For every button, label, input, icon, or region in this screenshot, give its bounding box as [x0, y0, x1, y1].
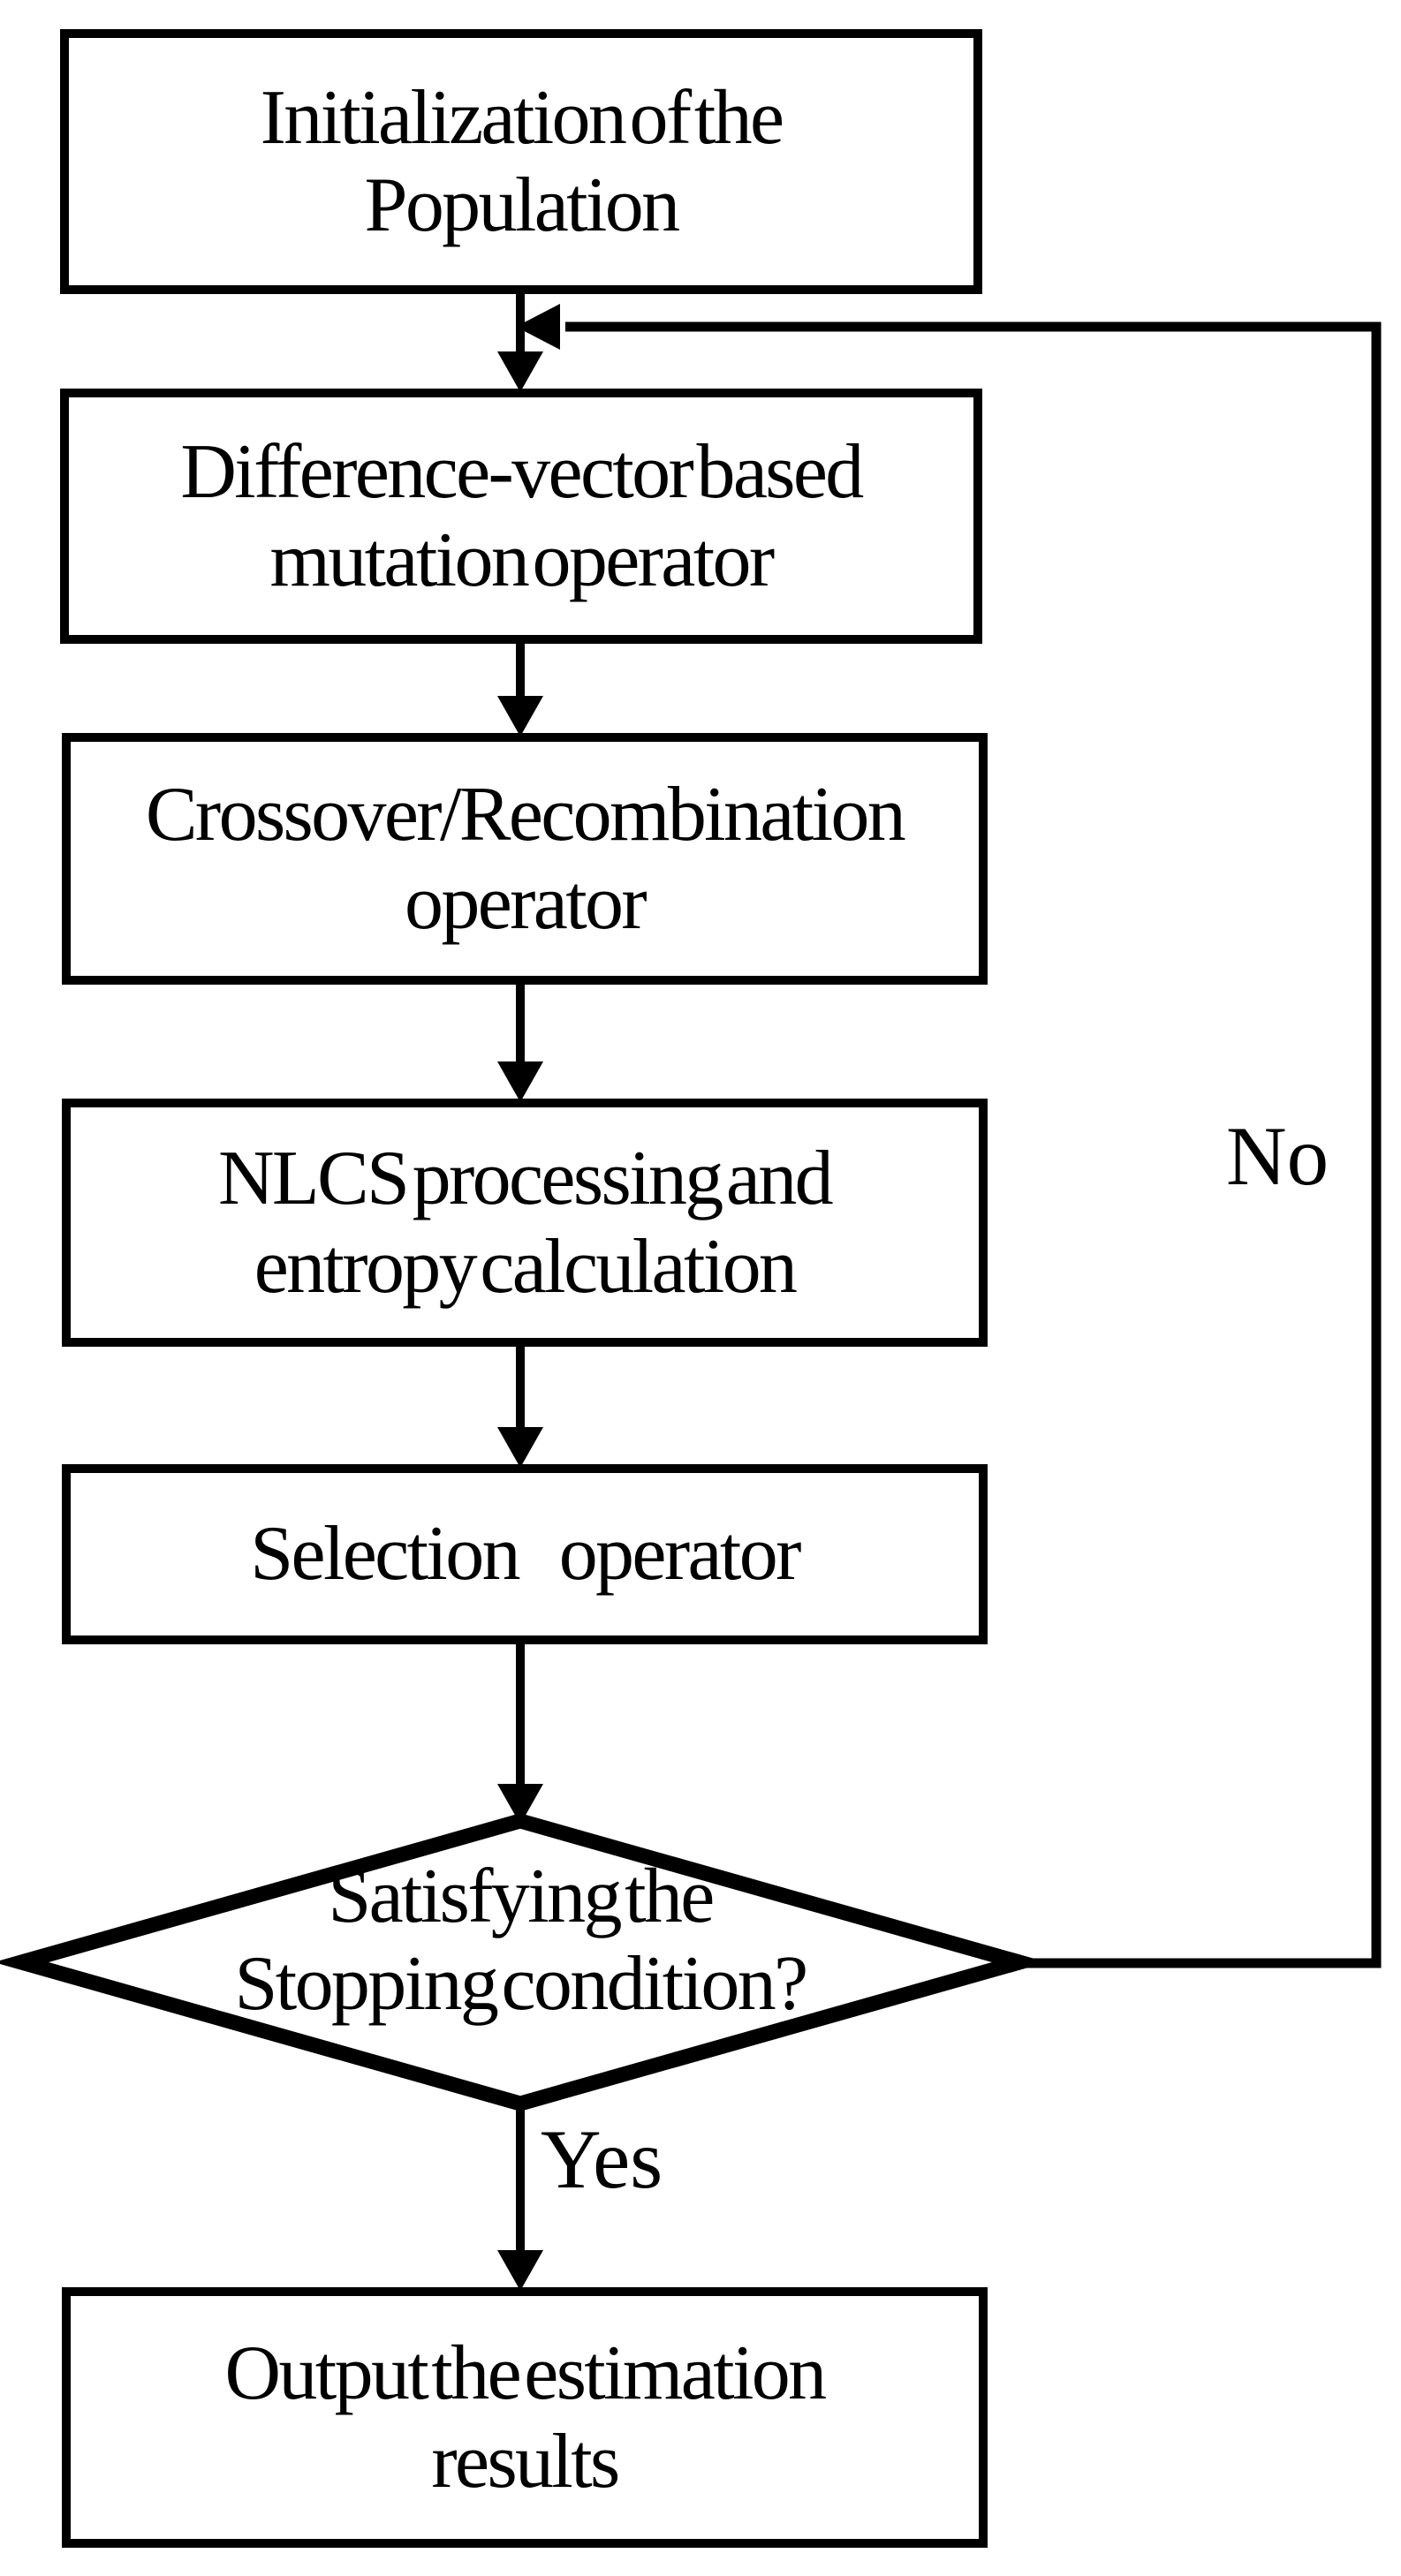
arrowhead-down-into-crossover-icon: [497, 696, 543, 737]
node-output-results: Output the estimation results: [62, 2287, 988, 2548]
node-crossover-operator: Crossover/Recombination operator: [62, 733, 988, 985]
node-nlcs-line1: NLCS processing and: [217, 1136, 834, 1222]
node-initialization-line2: Population: [364, 162, 681, 248]
arrowhead-down-into-output-icon: [497, 2250, 543, 2291]
node-mutation-line2: mutation operator: [269, 517, 775, 603]
edge-no-feedback-path: [565, 321, 1382, 1968]
arrowhead-left-feedback-icon: [516, 304, 560, 350]
node-stopping-condition: Satisfying the Stopping condition?: [149, 1853, 891, 2028]
yes-branch-label: Yes: [541, 2112, 663, 2206]
node-crossover-line2: operator: [404, 859, 647, 946]
arrowhead-down-into-selection-icon: [497, 1427, 543, 1468]
node-output-line2: results: [431, 2418, 620, 2504]
arrowhead-down-into-mutation-icon: [497, 351, 543, 392]
node-decision-line1: Satisfying the: [328, 1854, 715, 1939]
node-selection-operator: Selection operator: [62, 1464, 988, 1644]
node-selection-line1: Selection operator: [250, 1511, 801, 1598]
node-initialization: Initialization of the Population: [60, 29, 982, 294]
node-nlcs-line2: entropy calculation: [254, 1223, 798, 1310]
decision-diamond-shape: [0, 1813, 1048, 2111]
node-nlcs-entropy: NLCS processing and entropy calculation: [62, 1099, 988, 1347]
node-crossover-line1: Crossover/Recombination: [145, 772, 906, 858]
node-mutation-line1: Difference-vector based: [180, 429, 864, 516]
no-branch-label: No: [1226, 1109, 1329, 1203]
node-initialization-line1: Initialization of the: [260, 74, 784, 161]
node-output-line1: Output the estimation: [224, 2330, 828, 2417]
node-mutation-operator: Difference-vector based mutation operato…: [60, 389, 982, 644]
node-decision-line2: Stopping condition?: [234, 1941, 808, 2028]
arrowhead-down-into-nlcs-icon: [497, 1061, 543, 1102]
arrowhead-down-into-decision-icon: [497, 1784, 543, 1824]
